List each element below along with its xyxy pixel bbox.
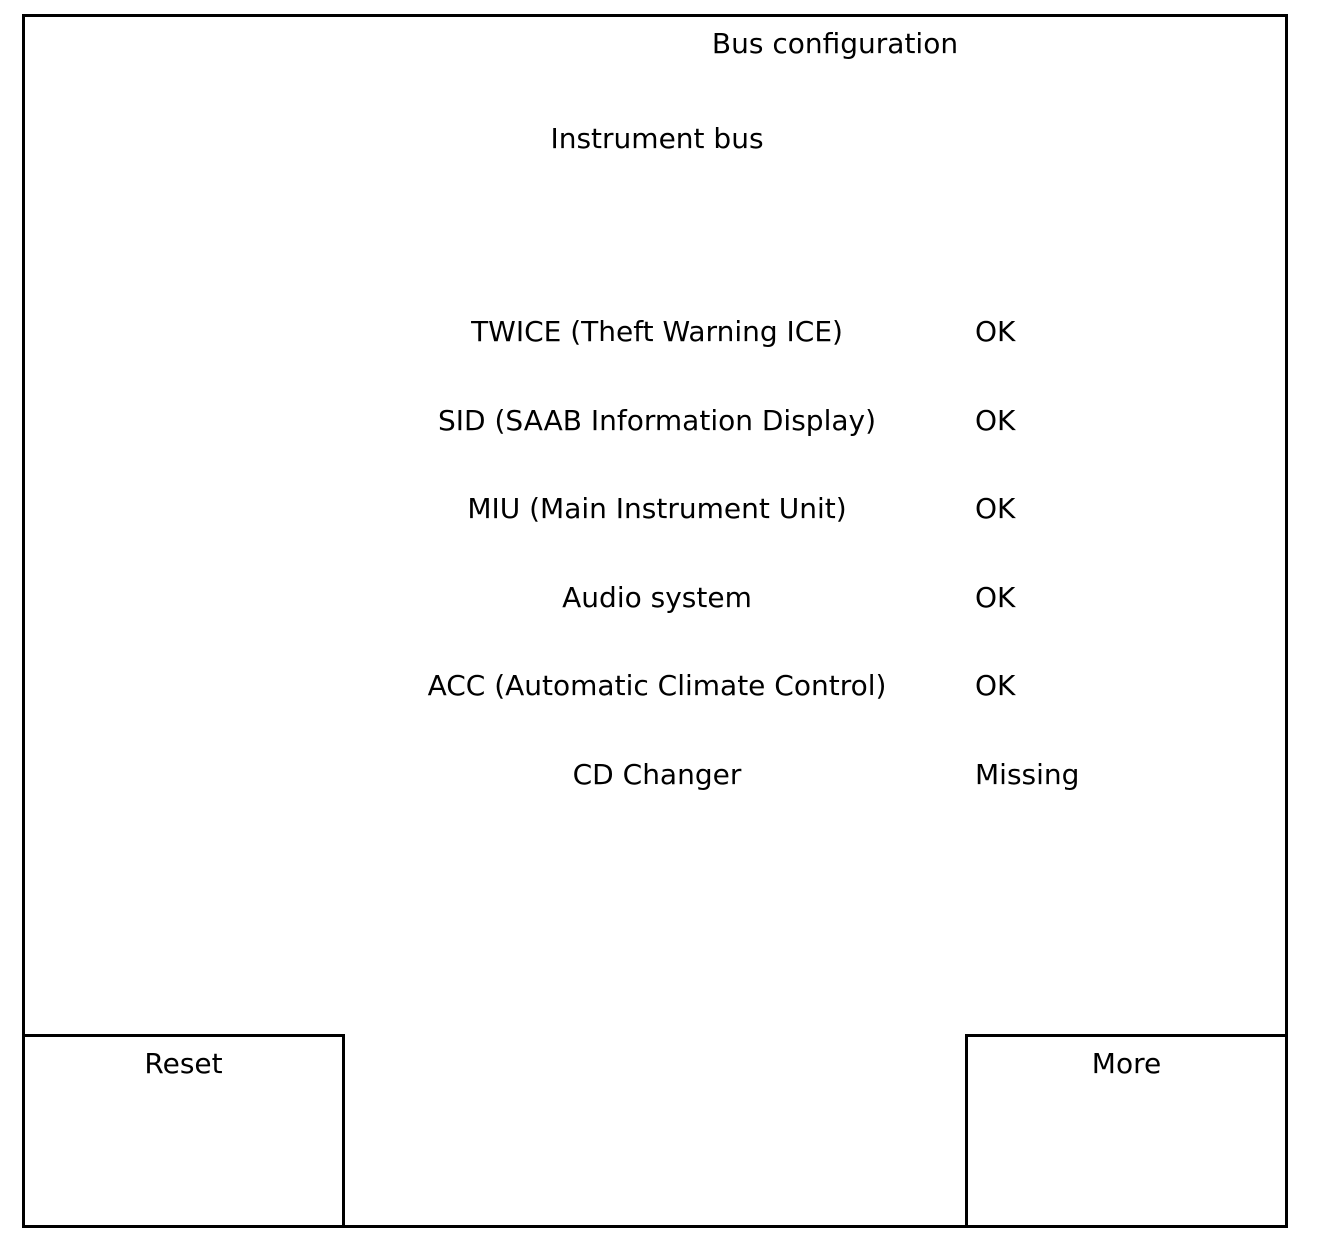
module-row: CD Changer Missing	[0, 757, 1328, 793]
module-status: OK	[975, 581, 1016, 614]
more-button[interactable]: More	[965, 1034, 1288, 1228]
module-label: MIU (Main Instrument Unit)	[467, 492, 847, 525]
more-button-label: More	[1091, 1047, 1162, 1080]
module-status: OK	[975, 492, 1016, 525]
bus-name: Instrument bus	[550, 122, 764, 155]
reset-button[interactable]: Reset	[22, 1034, 345, 1228]
module-row: MIU (Main Instrument Unit) OK	[0, 491, 1328, 527]
page-title: Bus configuration	[711, 27, 959, 60]
module-label: SID (SAAB Information Display)	[437, 404, 877, 437]
module-status: OK	[975, 404, 1016, 437]
module-status: OK	[975, 315, 1016, 348]
module-label: Audio system	[562, 581, 752, 614]
module-label: CD Changer	[572, 758, 742, 791]
module-row: SID (SAAB Information Display) OK	[0, 403, 1328, 439]
module-status: Missing	[975, 758, 1080, 791]
screen-frame	[22, 14, 1288, 1228]
reset-button-label: Reset	[144, 1047, 223, 1080]
module-label: ACC (Automatic Climate Control)	[427, 669, 887, 702]
module-label: TWICE (Theft Warning ICE)	[471, 315, 843, 348]
module-status: OK	[975, 669, 1016, 702]
module-row: TWICE (Theft Warning ICE) OK	[0, 314, 1328, 350]
module-row: Audio system OK	[0, 580, 1328, 616]
module-row: ACC (Automatic Climate Control) OK	[0, 668, 1328, 704]
